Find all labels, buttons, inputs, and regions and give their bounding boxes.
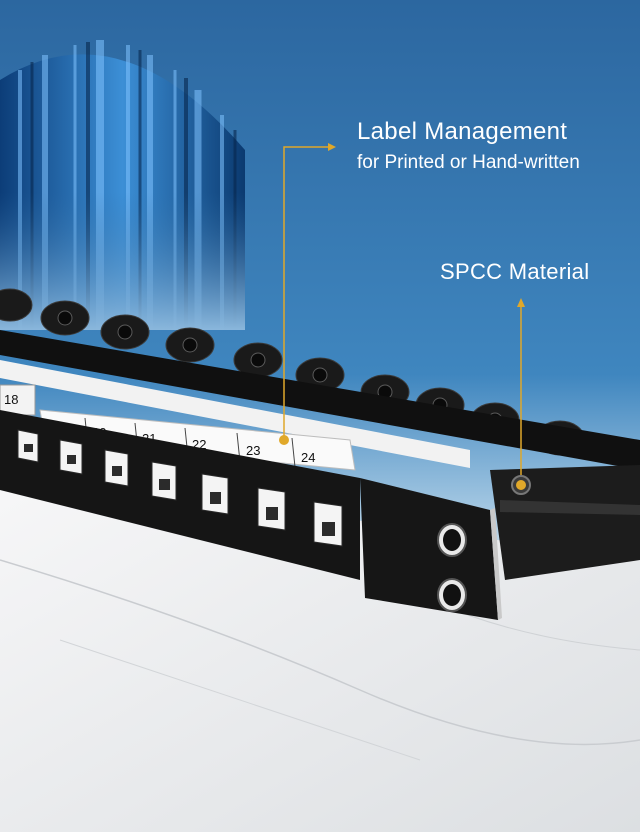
material-callout-arrow xyxy=(517,298,525,307)
front-port-inserts xyxy=(24,444,335,536)
spcc-material-label: SPCC Material xyxy=(440,259,590,284)
label-strip xyxy=(0,360,470,471)
arch-window xyxy=(0,40,245,330)
label-callout-line xyxy=(283,146,330,440)
port-label-18: 18 xyxy=(4,392,18,407)
rack-ear xyxy=(360,465,640,620)
label-callout-dot xyxy=(279,435,289,445)
label-management-title: Label Management xyxy=(357,118,568,145)
port-label-24: 24 xyxy=(301,450,315,465)
label-management-subtitle: for Printed or Hand-written xyxy=(357,152,580,173)
port-label-23: 23 xyxy=(246,443,260,458)
material-callout-dot xyxy=(516,480,526,490)
front-panel xyxy=(0,410,360,580)
label-callout-arrow xyxy=(328,143,336,151)
top-rail xyxy=(0,330,640,470)
